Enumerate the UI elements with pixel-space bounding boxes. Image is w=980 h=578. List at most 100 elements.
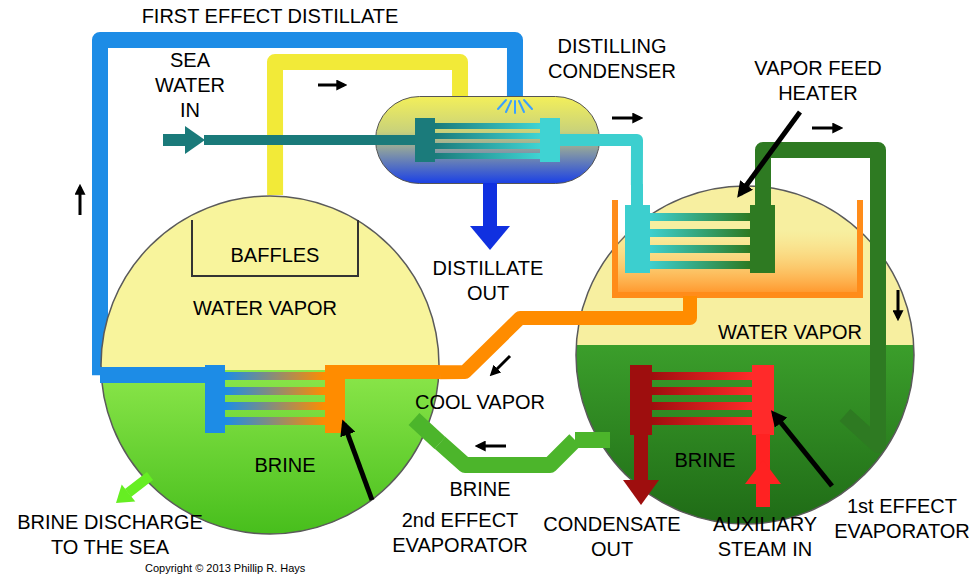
spray-jet — [519, 101, 524, 112]
evaporator-tank: WATER VAPOR BRINE — [575, 185, 915, 525]
callout-label: DISTILLATE OUT — [426, 256, 551, 306]
callout-label: VAPOR FEED HEATER — [748, 56, 888, 106]
condenser-tube — [435, 133, 540, 139]
evaporator-tube — [652, 372, 752, 380]
condenser-shell — [376, 97, 600, 184]
text-holder: WATER VAPOR — [718, 320, 862, 345]
vapor-feed-heater — [575, 150, 878, 445]
callout-label: 1st EFFECT EVAPORATOR — [830, 494, 975, 544]
first-effect-evaporator — [623, 365, 781, 507]
brine-pool — [100, 370, 440, 535]
vapor-space — [576, 186, 914, 524]
evaporator-header — [630, 365, 652, 435]
text-holder: VAPOR FEED HEATER — [748, 56, 888, 106]
callout-arrow — [344, 424, 372, 500]
text-holder: Copyright © 2013 Phillip R. Hays — [145, 561, 305, 575]
text-holder: COOL VAPOR — [415, 390, 545, 415]
callout-arrow — [740, 112, 800, 194]
distilling-condenser: DISTILLING CONDENSER — [375, 96, 600, 184]
inlet-arrow-shaft — [163, 134, 187, 146]
node-label: BRINE — [254, 453, 315, 478]
heater-tube — [650, 261, 750, 269]
pipe — [440, 440, 575, 465]
heater-header — [625, 205, 650, 273]
pipe-label: COOL VAPOR — [415, 390, 545, 415]
evaporator-header — [752, 365, 774, 435]
node-outline — [375, 96, 600, 184]
cool-vapor-pipe — [575, 296, 690, 318]
condensate-arrow-head — [623, 480, 659, 505]
steam-arrow-head — [745, 460, 781, 484]
condensate-arrow-shaft — [634, 434, 648, 482]
pipe — [600, 140, 637, 185]
baffle-plates — [192, 220, 358, 276]
tank-shell — [101, 196, 439, 534]
callout-label: SEA WATER IN — [148, 48, 233, 123]
text-holder: CONDENSATE OUT — [540, 512, 685, 562]
steam-arrow-shaft — [756, 434, 770, 507]
text-holder: FIRST EFFECT DISTILLATE — [142, 4, 399, 29]
evaporator-header — [325, 365, 345, 433]
text-holder: AUXILIARY STEAM IN — [703, 512, 828, 562]
distillate-pipe — [100, 367, 206, 383]
pipe-label: FIRST EFFECT DISTILLATE — [142, 4, 399, 29]
text-holder: 2nd EFFECT EVAPORATOR — [388, 508, 533, 558]
brine-pipe — [575, 432, 610, 448]
brine-pipe — [414, 419, 440, 443]
text-holder: DISTILLATE OUT — [426, 256, 551, 306]
sea-water-pipe — [204, 135, 376, 145]
text-holder: SEA WATER IN — [148, 48, 233, 123]
evaporator-tube — [225, 417, 325, 425]
evaporator-tank: WATER VAPOR BRINE BAFFLES — [100, 195, 440, 535]
flow-arrow — [318, 84, 344, 87]
callout-arrows — [344, 112, 832, 500]
condenser-tube — [435, 123, 540, 129]
outlet-arrow-head — [470, 226, 510, 250]
evaporator-tube — [652, 402, 752, 410]
condenser-tube — [435, 143, 540, 149]
flow-arrow — [478, 445, 506, 448]
callout-label: 2nd EFFECT EVAPORATOR — [388, 508, 533, 558]
spray-jet — [506, 101, 511, 112]
spray-jet — [498, 100, 506, 109]
heater-tray-fill — [618, 230, 857, 292]
text-holder: WATER VAPOR — [193, 296, 337, 321]
callout-label: CONDENSATE OUT — [540, 512, 685, 562]
evaporator-header — [205, 365, 225, 433]
node-label: WATER VAPOR — [193, 296, 337, 321]
heater-tube — [650, 245, 750, 253]
condenser-tube — [435, 153, 540, 159]
evaporator-tube — [652, 417, 752, 425]
condenser-header — [415, 118, 435, 162]
node-label: BRINE — [674, 448, 735, 473]
node-outline — [575, 185, 915, 525]
spray-jet — [514, 101, 516, 113]
node-label: WATER VAPOR — [718, 320, 862, 345]
evaporator-tube — [225, 402, 325, 410]
sea-water-inlet — [163, 126, 376, 154]
flow-arrow — [897, 290, 900, 318]
node-label: DISTILLING CONDENSER — [542, 34, 682, 84]
callout-arrow — [774, 414, 832, 486]
baffle-tray: BAFFLES — [190, 220, 360, 278]
sea-water-pipe — [631, 184, 643, 206]
node-label: BAFFLES — [231, 243, 320, 268]
brine-discharge — [116, 476, 150, 503]
heated-feed-pipe — [763, 150, 878, 445]
flow-arrow — [79, 187, 82, 215]
heater-tube — [650, 229, 750, 237]
heater-header — [750, 205, 775, 273]
evaporator-tube — [652, 387, 752, 395]
pipe-label: BRINE — [449, 477, 510, 502]
tank-shell — [576, 186, 914, 524]
evaporator-tube — [225, 387, 325, 395]
callout-label: AUXILIARY STEAM IN — [703, 512, 828, 562]
second-effect-evaporator — [100, 365, 440, 433]
inlet-arrow-head — [185, 126, 205, 154]
heater-tray — [615, 200, 860, 295]
outlet-arrow-shaft — [483, 183, 497, 228]
discharge-arrow-shaft — [128, 476, 150, 493]
heater-tube — [650, 213, 750, 221]
text-holder: BAFFLES — [231, 243, 320, 268]
